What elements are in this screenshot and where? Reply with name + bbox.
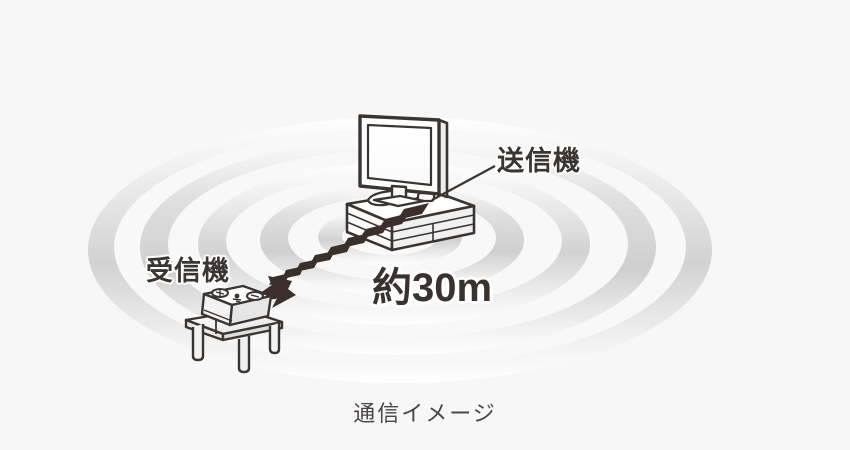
- diagram-caption: 通信イメージ: [353, 401, 497, 426]
- receiver-device: [200, 284, 273, 327]
- tv-cabinet: [345, 186, 476, 252]
- television: [358, 114, 449, 208]
- distance-label: 約30m: [372, 266, 493, 310]
- receiver-label: 受信機: [146, 256, 230, 286]
- signal-arrow: [249, 203, 429, 308]
- transmitter-label: 送信機: [497, 146, 581, 176]
- transmitter-leader-line: [431, 165, 496, 201]
